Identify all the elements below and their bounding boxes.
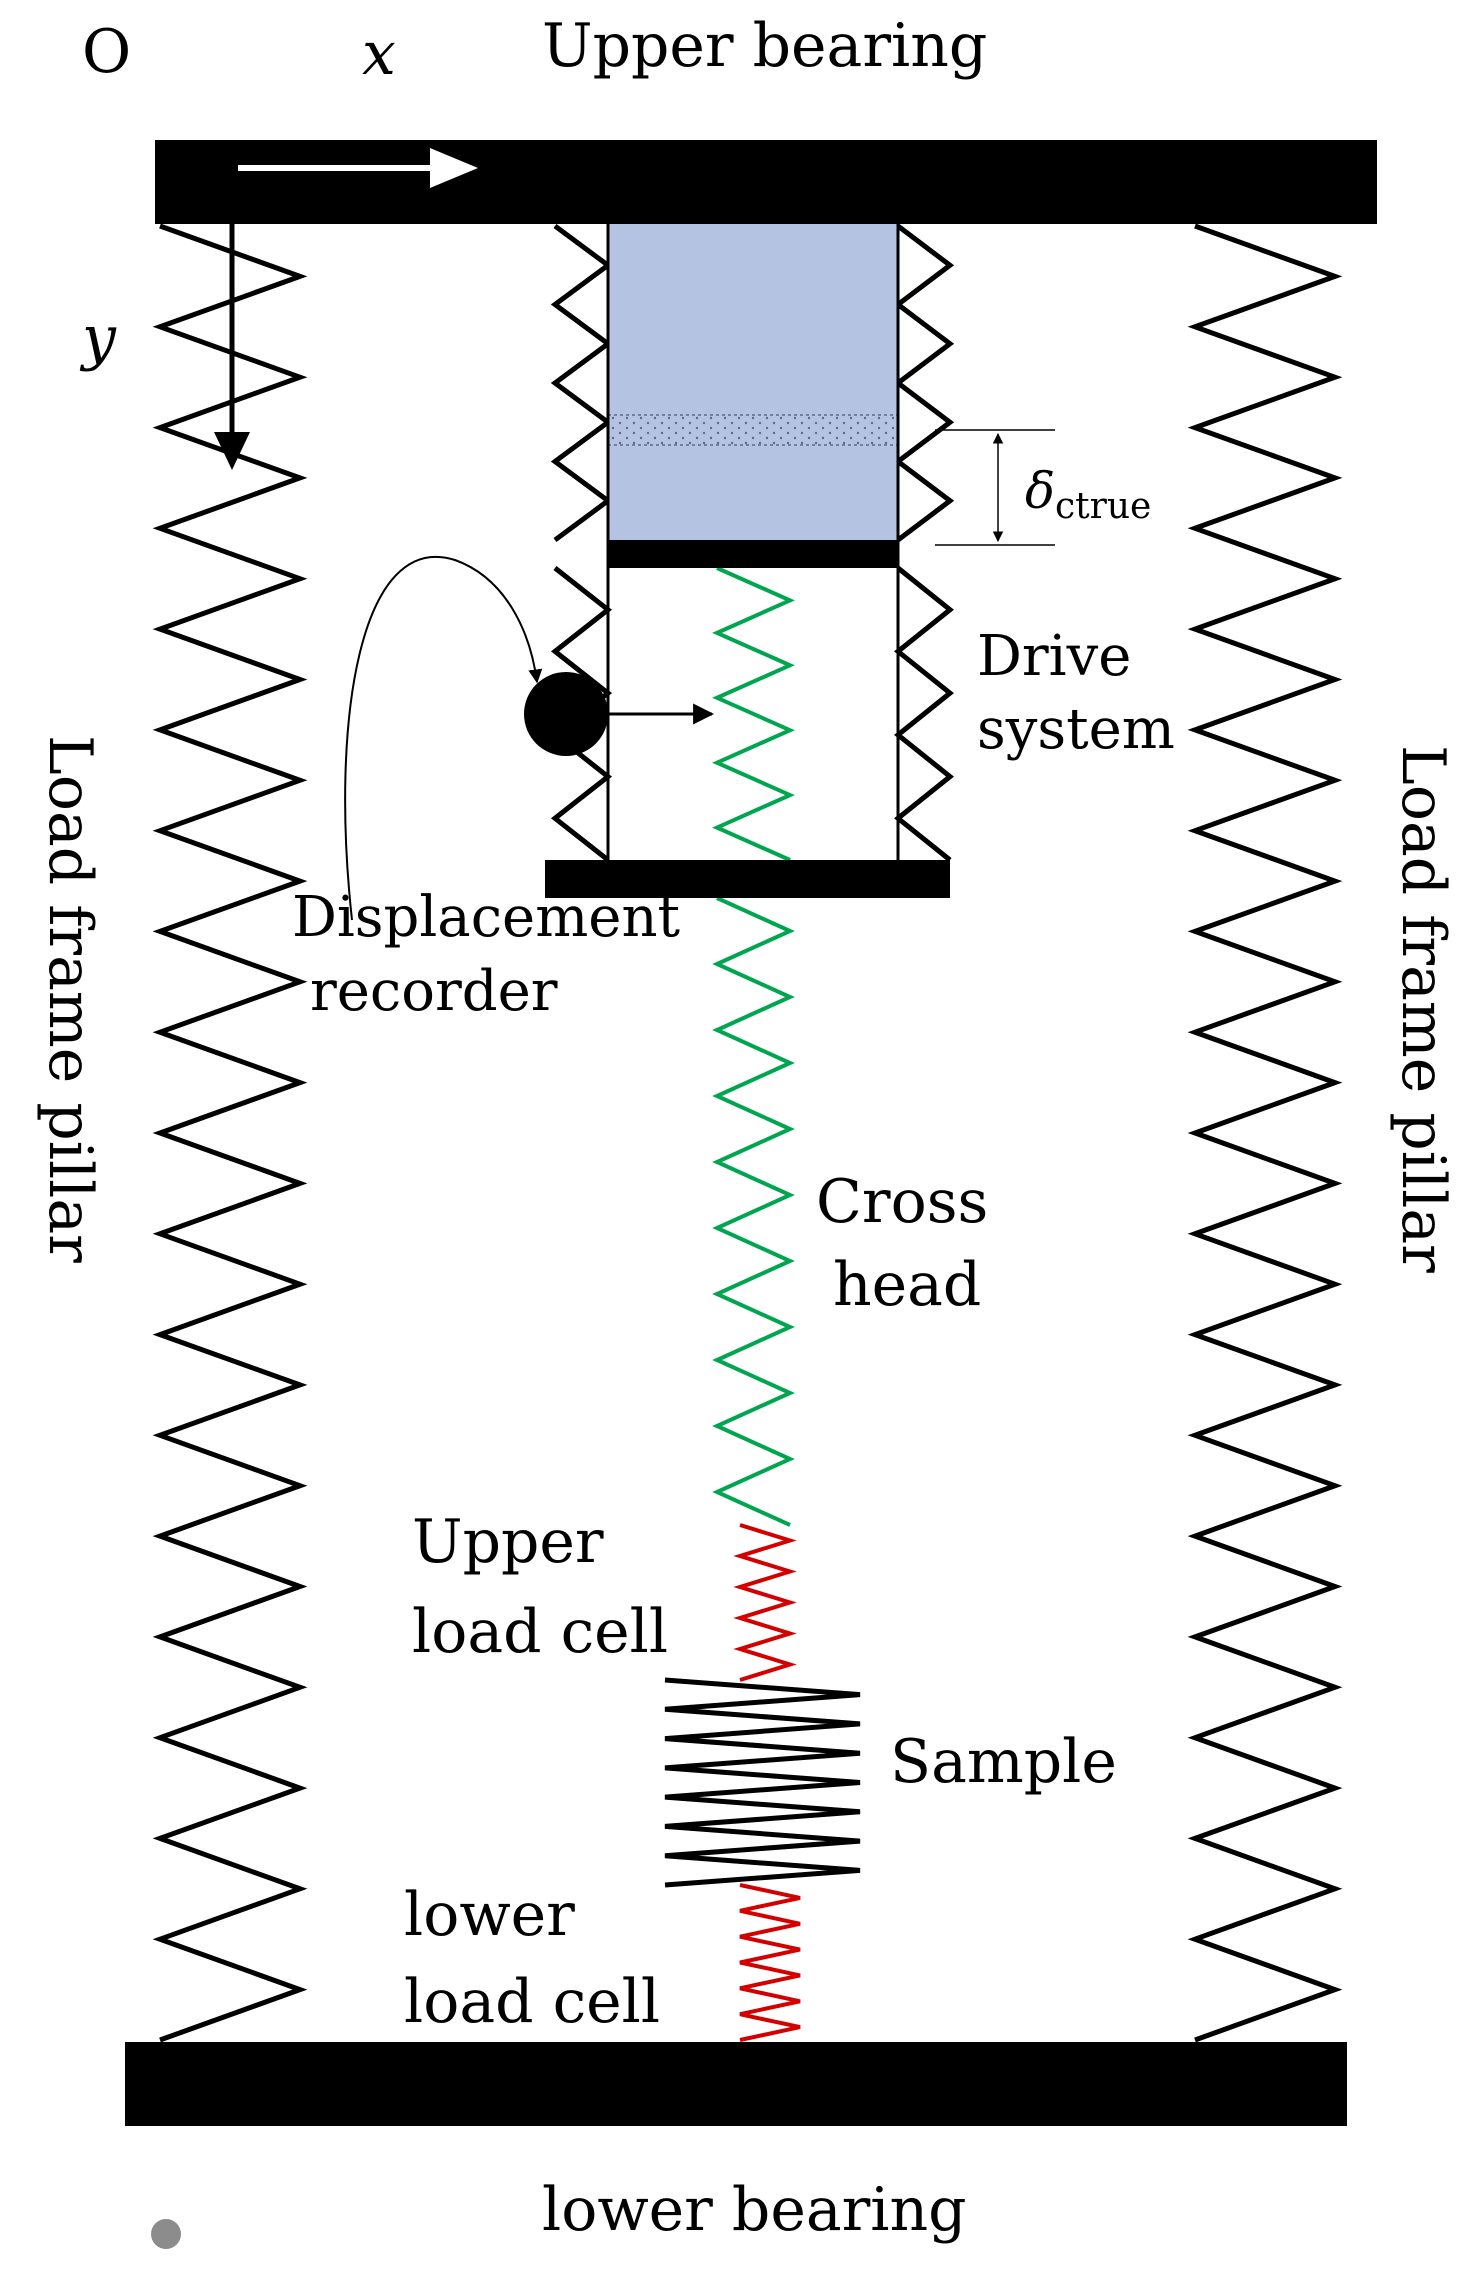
displacement-recorder-label-1: Displacement — [292, 885, 681, 950]
grey-marker-dot — [151, 2219, 181, 2249]
drive-spring-upper-right — [893, 224, 955, 542]
x-axis-label: x — [362, 19, 396, 89]
crosshead-spring-lower — [712, 896, 795, 1527]
cross-head-label-1: Cross — [816, 1167, 988, 1237]
left-pillar-spring — [152, 223, 308, 2043]
origin-label: O — [82, 17, 131, 87]
right-pillar-spring — [1187, 223, 1343, 2043]
delta-subscript: ctrue — [1055, 486, 1151, 527]
drive-system-body — [608, 224, 898, 542]
lower-load-cell-label-1: lower — [404, 1880, 575, 1950]
delta-symbol: δ — [1025, 462, 1055, 520]
load-frame-pillar-right-label: Load frame pillar — [1388, 745, 1458, 1273]
load-frame-pillar-left-label: Load frame pillar — [35, 735, 105, 1263]
drive-spring-upper-left — [550, 223, 613, 543]
displacement-recorder-label-2: recorder — [310, 959, 558, 1024]
drive-plate — [608, 540, 898, 568]
lower-load-cell-label-2: load cell — [404, 1967, 660, 2037]
drive-system-dotted-band — [608, 415, 898, 445]
sample-label: Sample — [890, 1727, 1117, 1797]
displacement-recorder-dot — [524, 672, 608, 756]
lower-load-cell-spring — [739, 1883, 801, 2042]
upper-load-cell-label-1: Upper — [412, 1507, 604, 1577]
drive-system-label-1: Drive — [977, 624, 1131, 689]
recorder-leader-curve — [344, 556, 543, 921]
y-axis-label: y — [79, 303, 117, 373]
x-axis-arrowhead — [430, 148, 478, 188]
crosshead-spring-upper — [712, 566, 795, 862]
upper-bearing-label: Upper bearing — [542, 11, 987, 81]
sample-spring — [664, 1677, 861, 1888]
upper-load-cell-label-2: load cell — [412, 1597, 668, 1667]
upper-bearing-bar — [155, 140, 1377, 224]
lower-bearing-label: lower bearing — [542, 2175, 967, 2245]
cross-head-label-2: head — [833, 1250, 981, 1320]
drive-spring-lower-right — [894, 566, 954, 862]
crosshead-plate — [545, 860, 950, 898]
upper-load-cell-spring — [733, 1523, 797, 1682]
lower-bearing-bar — [125, 2042, 1347, 2126]
drive-system-label-2: system — [977, 697, 1175, 762]
